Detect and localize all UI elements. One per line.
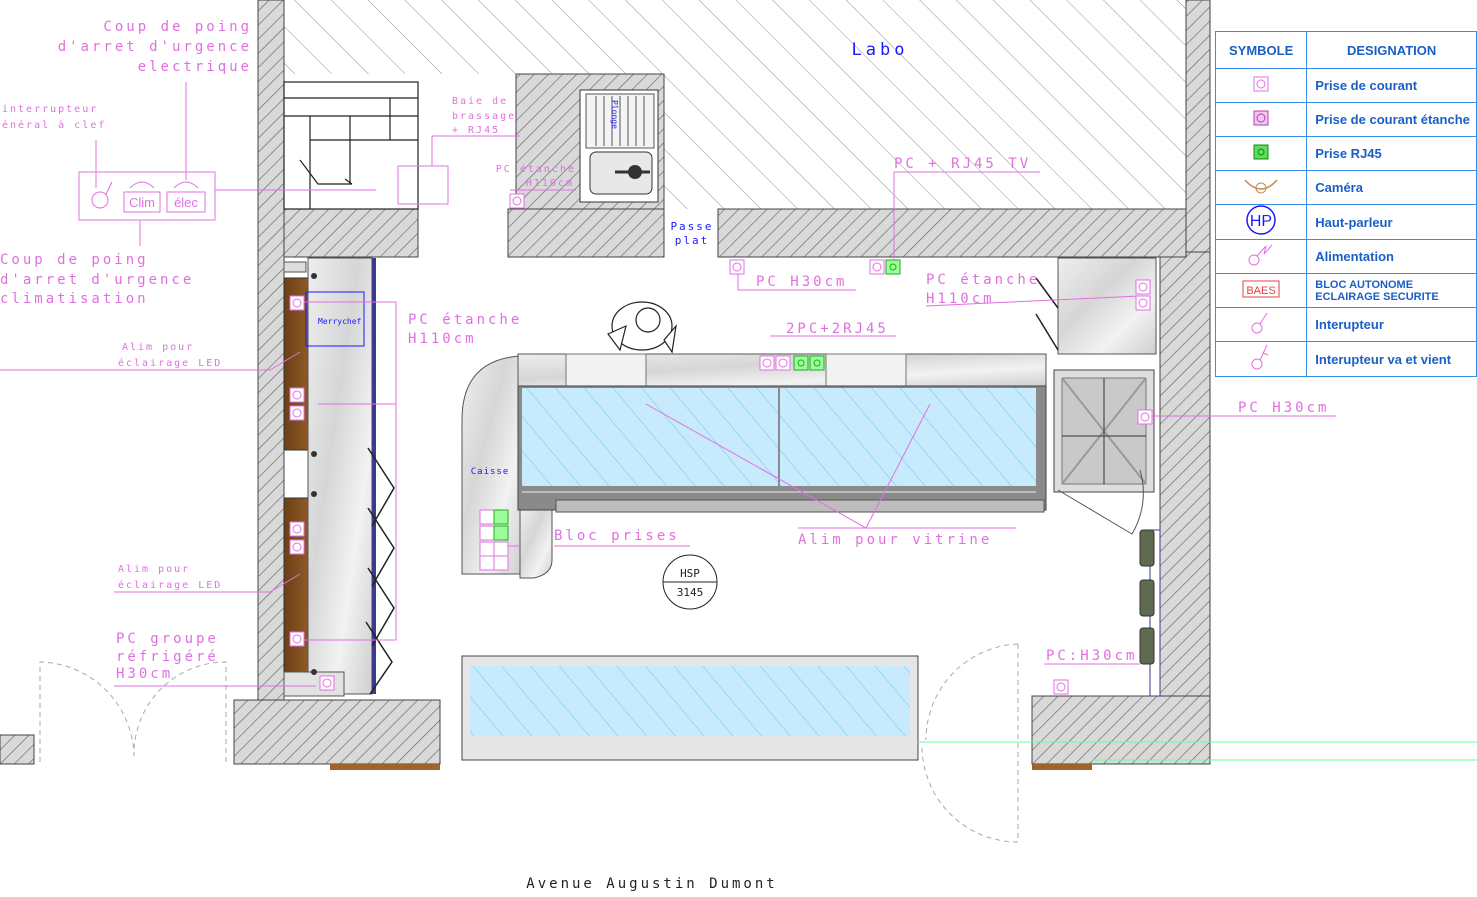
- note-interrupteur-2: énéral à clef: [2, 119, 106, 131]
- note-pc-groupe-3: H30cm: [116, 666, 173, 682]
- street-name: Avenue Augustin Dumont: [526, 876, 777, 892]
- note-coup-clim-3: climatisation: [0, 291, 149, 307]
- legend-label: Prise RJ45: [1306, 136, 1477, 171]
- note-baie-1: Baie de: [452, 96, 508, 107]
- socket-icon: [1214, 68, 1308, 103]
- note-coup-elec-3: electrique: [138, 59, 252, 75]
- clim-label: Clim: [129, 195, 155, 210]
- hsp-label: HSP: [680, 567, 700, 580]
- legend-label: Caméra: [1306, 170, 1477, 205]
- emergency-light-icon: BAES: [1214, 273, 1308, 308]
- baes-symbol-text: BAES: [1246, 285, 1275, 297]
- merrychef-label: Merrychef: [318, 317, 362, 326]
- plonge-label: Plonge: [610, 100, 619, 129]
- legend-header-symbol: SYMBOLE: [1214, 31, 1308, 69]
- elec-label: élec: [174, 195, 198, 210]
- speaker-icon: HP: [1214, 204, 1308, 240]
- plonge-sink: Plonge: [579, 89, 659, 203]
- note-pc-etanche-right-1: PC étanche: [926, 272, 1040, 288]
- legend-label: Interupteur va et vient: [1306, 341, 1477, 377]
- note-alim-vitrine: Alim pour vitrine: [798, 532, 992, 548]
- caisse-label: Caisse: [471, 467, 510, 477]
- switch-icon: [1214, 307, 1308, 342]
- legend-header-designation: DESIGNATION: [1306, 31, 1477, 69]
- note-interrupteur-1: interrupteur: [2, 104, 98, 115]
- passe-label-1: Passe: [670, 220, 713, 233]
- rj45-socket-icon: [1214, 136, 1308, 171]
- person-figure: [607, 301, 677, 354]
- legend-table: SYMBOLE DESIGNATION Prise de courant Pri…: [1214, 31, 1477, 377]
- legend-label: Interupteur: [1306, 307, 1477, 342]
- power-supply-icon: [1214, 239, 1308, 274]
- note-coup-clim-2: d'arret d'urgence: [0, 272, 194, 288]
- note-pc-groupe-2: réfrigéré: [116, 649, 219, 665]
- note-alim-led-1b: éclairage LED: [118, 357, 222, 369]
- two-way-switch-icon: [1214, 341, 1308, 377]
- leader-lines: [0, 82, 1336, 687]
- note-pc-groupe-1: PC groupe: [116, 631, 219, 647]
- note-pc-h30-bottom: PC:H30cm: [1046, 648, 1137, 664]
- left-counter: Merrychef: [283, 257, 395, 697]
- note-coup-clim-1: Coup de poing: [0, 252, 149, 268]
- note-baie-2: brassage: [452, 111, 516, 122]
- staircase: [283, 81, 419, 210]
- note-pc-rj45-tv: PC + RJ45 TV: [894, 156, 1031, 172]
- legend-label: Haut-parleur: [1306, 204, 1477, 240]
- legend-label: Alimentation: [1306, 239, 1477, 274]
- legend-label: BLOC AUTONOME ECLAIRAGE SECURITE: [1306, 273, 1477, 308]
- note-pc-h30-right: PC H30cm: [1238, 400, 1329, 416]
- note-baie-3: + RJ45: [452, 125, 500, 136]
- note-two-pc: 2PC+2RJ45: [786, 321, 889, 337]
- note-pc-h30-top: PC H30cm: [756, 274, 847, 290]
- display-counter: Caisse: [461, 353, 1047, 579]
- front-window: [461, 655, 919, 761]
- labo-label: Labo: [852, 40, 909, 60]
- walls: [0, 0, 1211, 765]
- legend-label: Prise de courant étanche: [1306, 102, 1477, 137]
- note-pc-etanche-left-1: PC étanche: [408, 312, 522, 328]
- legend-label: Prise de courant: [1306, 68, 1477, 103]
- hsp-value: 3145: [677, 586, 704, 599]
- speaker-symbol-text: HP: [1250, 213, 1272, 230]
- doors: [39, 643, 1019, 843]
- note-alim-led-1a: Alim pour: [122, 342, 194, 353]
- note-bloc-prises: Bloc prises: [554, 528, 680, 544]
- note-pc-etanche-right-2: H110cm: [926, 291, 995, 307]
- note-pc-etanche-left-2: H110cm: [408, 331, 477, 347]
- right-counter: [1035, 257, 1161, 697]
- labo-hatch: [284, 0, 1186, 74]
- note-coup-elec-1: Coup de poing: [103, 19, 252, 35]
- sockets: [289, 193, 1153, 695]
- note-pc-etanche-top-1: PC étanche: [496, 163, 576, 175]
- passe-label-2: plat: [675, 234, 710, 247]
- note-alim-led-2b: éclairage LED: [118, 579, 222, 591]
- waterproof-socket-icon: [1214, 102, 1308, 137]
- electrical-panel: Clim élec: [78, 171, 216, 221]
- camera-icon: [1214, 170, 1308, 205]
- note-pc-etanche-top-2: H110cm: [526, 178, 574, 189]
- note-coup-elec-2: d'arret d'urgence: [58, 39, 252, 55]
- note-alim-led-2a: Alim pour: [118, 564, 190, 575]
